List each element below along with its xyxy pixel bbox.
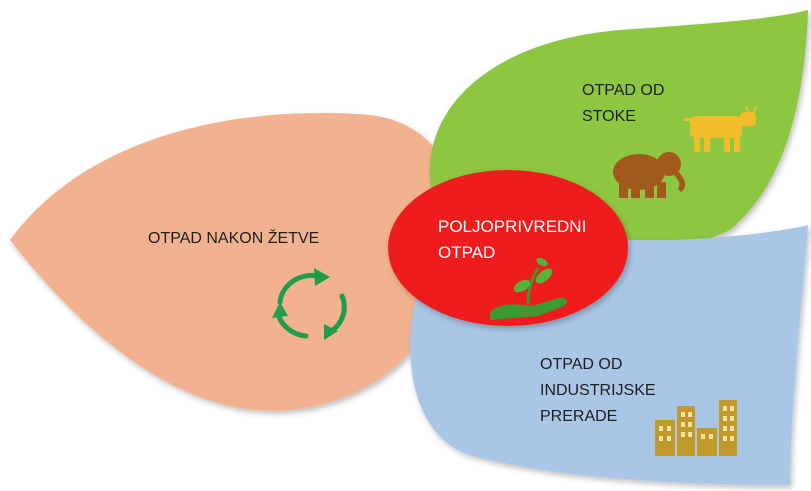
label-harvest: OTPAD NAKON ŽETVE bbox=[148, 226, 319, 252]
petal-harvest bbox=[10, 112, 460, 411]
center-circle bbox=[388, 170, 628, 326]
elephant-icon bbox=[613, 152, 686, 198]
label-center-line-1: POLJOPRIVREDNI bbox=[438, 217, 587, 236]
label-livestock-line-2: STOKE bbox=[582, 108, 636, 125]
label-industrial-line-1: OTPAD OD bbox=[540, 356, 623, 373]
label-industrial-line-2: INDUSTRIJSKE bbox=[540, 382, 656, 399]
recycle-icon bbox=[272, 268, 347, 340]
label-livestock-line-1: OTPAD OD bbox=[582, 82, 665, 99]
label-center-line-2: OTPAD bbox=[438, 243, 496, 262]
buildings-icon bbox=[655, 400, 737, 456]
label-center: POLJOPRIVREDNI OTPAD bbox=[438, 214, 586, 266]
label-industrial: OTPAD OD INDUSTRIJSKE PRERADE bbox=[540, 352, 656, 430]
cow-icon bbox=[684, 105, 757, 152]
label-harvest-line-1: OTPAD NAKON ŽETVE bbox=[148, 230, 320, 247]
label-industrial-line-3: PRERADE bbox=[540, 408, 618, 425]
label-livestock: OTPAD OD STOKE bbox=[582, 78, 664, 130]
plant-in-hand-icon bbox=[490, 257, 567, 320]
